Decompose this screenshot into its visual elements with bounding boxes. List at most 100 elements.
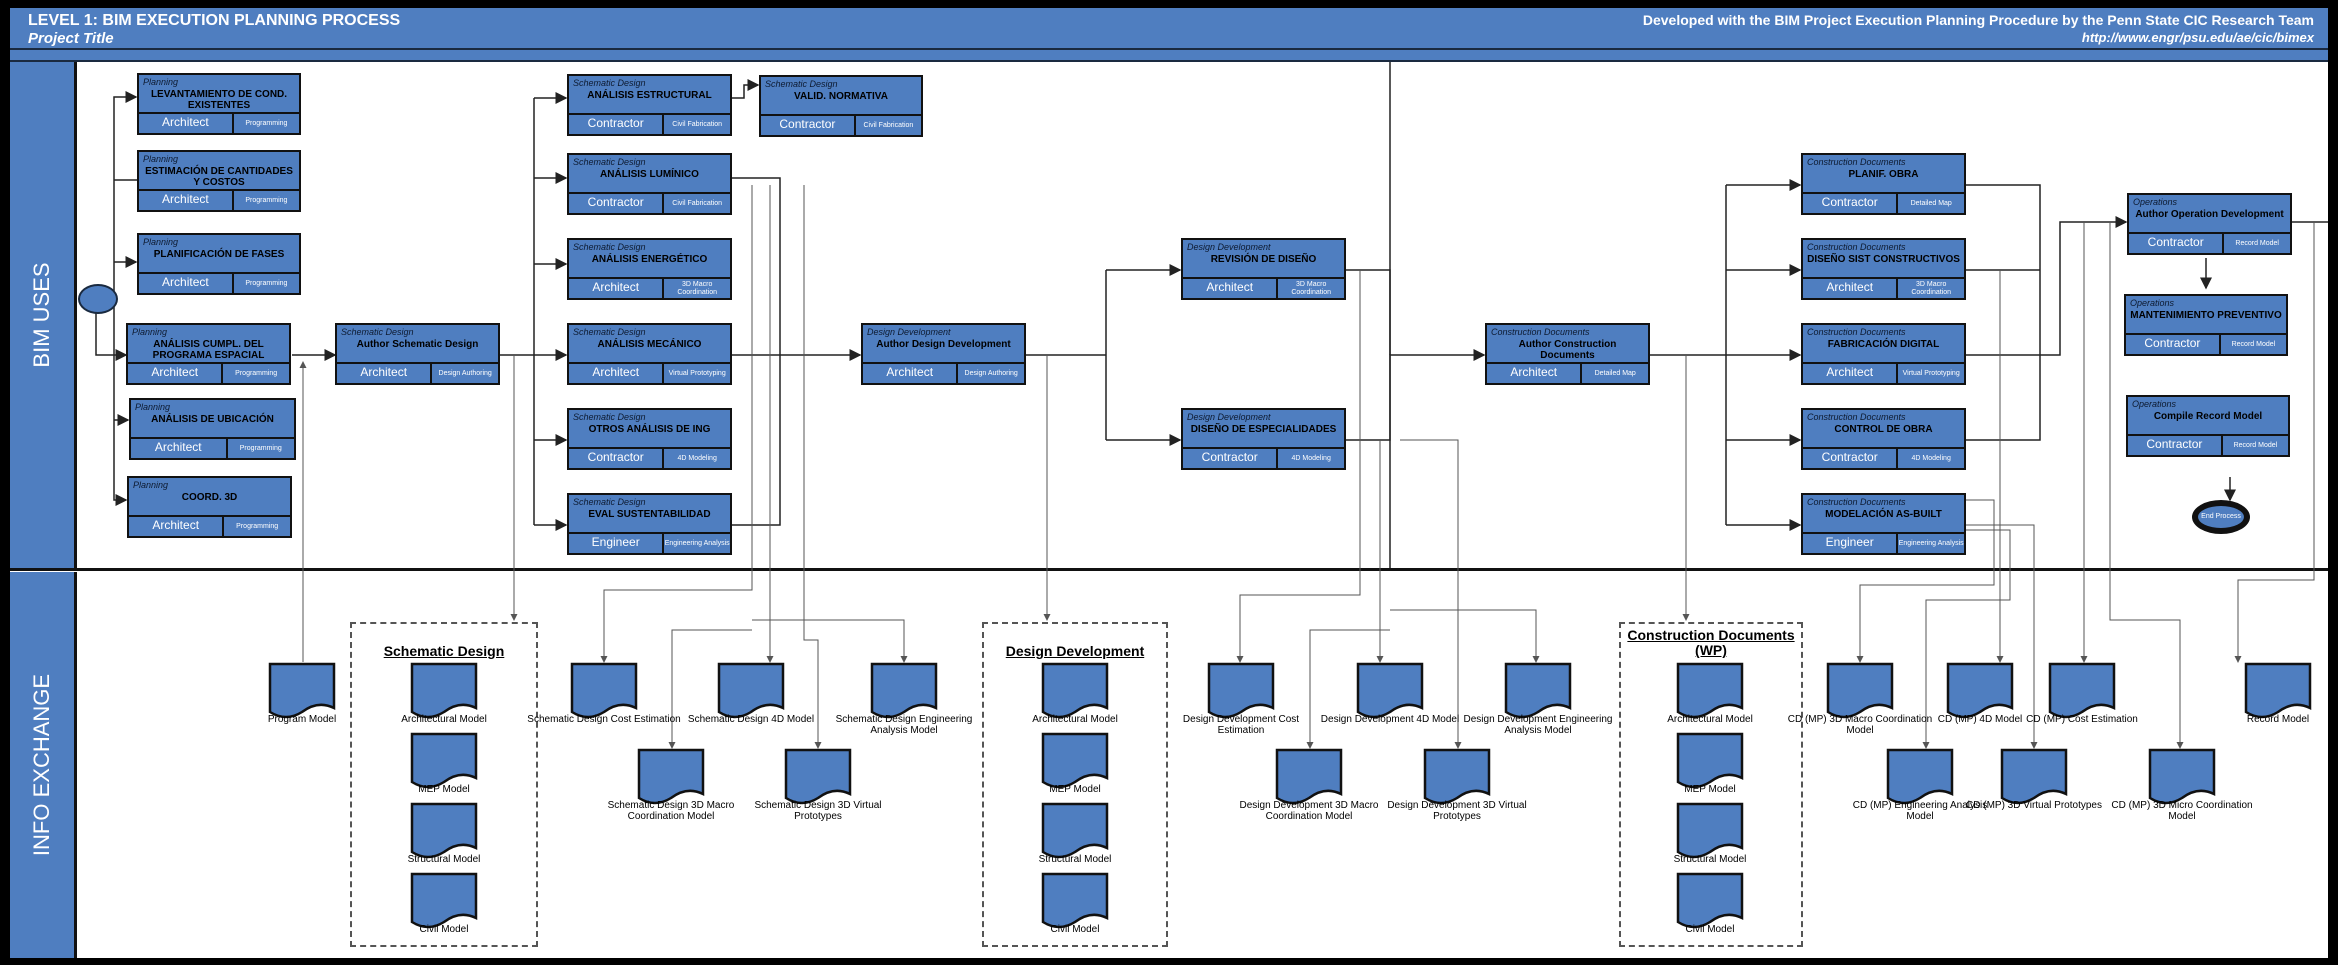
process-name: Author Schematic Design — [356, 339, 479, 350]
role-label: Contractor — [2129, 234, 2225, 253]
phase-label: Construction Documents — [1807, 412, 1906, 422]
document-label: Design Development 3D Virtual Prototypes — [1387, 800, 1527, 822]
document-label: Schematic Design 3D Macro Coordination M… — [607, 800, 735, 822]
document-icon[interactable] — [2048, 662, 2116, 720]
document-icon[interactable] — [1886, 748, 1954, 806]
process-name: OTROS ANÁLISIS DE ING — [588, 424, 711, 435]
document-icon[interactable] — [570, 662, 638, 720]
document-icon[interactable] — [1676, 872, 1744, 930]
document-icon[interactable] — [1676, 662, 1744, 720]
document-icon[interactable] — [870, 662, 938, 720]
start-node[interactable] — [78, 284, 118, 314]
document-icon[interactable] — [1504, 662, 1572, 720]
document-icon[interactable] — [1826, 662, 1894, 720]
process-name: MODELACIÓN AS-BUILT — [1825, 509, 1942, 520]
tag-label: Civil Fabrication — [672, 120, 723, 128]
end-node[interactable]: End Process — [2192, 500, 2250, 534]
document-icon[interactable] — [1041, 662, 1109, 720]
document-icon[interactable] — [1041, 732, 1109, 790]
lane-divider — [10, 568, 2328, 571]
process-name: ESTIMACIÓN DE CANTIDADES Y COSTOS — [145, 166, 293, 188]
document-icon[interactable] — [1676, 802, 1744, 860]
role-label: Architect — [1803, 364, 1899, 383]
group-title: Schematic Design — [383, 643, 505, 659]
document-icon[interactable] — [1423, 748, 1491, 806]
phase-label: Construction Documents — [1491, 327, 1590, 337]
role-label: Architect — [1487, 364, 1583, 383]
document-icon[interactable] — [2244, 662, 2312, 720]
document-icon[interactable] — [2000, 748, 2068, 806]
phase-label: Planning — [133, 480, 169, 490]
document-label: Civil Model — [1050, 924, 1100, 935]
process-name: LEVANTAMIENTO DE COND. EXISTENTES — [150, 89, 288, 111]
process-name: EVAL SUSTENTABILIDAD — [588, 509, 711, 520]
document-label: Schematic Design 4D Model — [687, 714, 815, 725]
document-icon[interactable] — [1275, 748, 1343, 806]
phase-label: Schematic Design — [765, 79, 838, 89]
document-icon[interactable] — [410, 872, 478, 930]
document-label: Design Development Engineering Analysis … — [1463, 714, 1613, 736]
document-icon[interactable] — [1676, 732, 1744, 790]
role-label: Engineer — [569, 534, 665, 553]
document-icon[interactable] — [1041, 802, 1109, 860]
group-design-development: Design Development — [982, 622, 1168, 947]
document-icon[interactable] — [410, 802, 478, 860]
document-icon[interactable] — [1207, 662, 1275, 720]
tag-label: Civil Fabrication — [672, 199, 723, 207]
document-icon[interactable] — [410, 732, 478, 790]
role-label: Contractor — [1183, 449, 1279, 468]
tag-label: 4D Modeling — [1291, 454, 1331, 462]
document-icon[interactable] — [637, 748, 705, 806]
phase-label: Schematic Design — [573, 497, 646, 507]
document-icon[interactable] — [1946, 662, 2014, 720]
document-icon[interactable] — [410, 662, 478, 720]
document-icon[interactable] — [1041, 872, 1109, 930]
document-icon[interactable] — [717, 662, 785, 720]
document-icon[interactable] — [268, 662, 336, 720]
process-name: Compile Record Model — [2153, 411, 2263, 422]
document-icon[interactable] — [784, 748, 852, 806]
phase-label: Planning — [135, 402, 171, 412]
process-name: Author Operation Development — [2135, 209, 2284, 220]
group-title: Design Development — [1005, 643, 1145, 659]
document-label: Schematic Design Engineering Analysis Mo… — [835, 714, 973, 736]
role-label: Architect — [1183, 279, 1279, 298]
tag-label: Programming — [245, 279, 288, 287]
credit-url: http://www.engr/psu.edu/ae/cic/bimex — [2081, 30, 2314, 45]
phase-label: Schematic Design — [573, 157, 646, 167]
process-name: REVISIÓN DE DISEÑO — [1210, 254, 1317, 265]
phase-label: Planning — [143, 154, 179, 164]
role-label: Contractor — [569, 449, 665, 468]
document-icon[interactable] — [2148, 748, 2216, 806]
document-icon[interactable] — [1356, 662, 1424, 720]
role-label: Architect — [569, 364, 665, 383]
tag-label: Programming — [239, 444, 282, 452]
